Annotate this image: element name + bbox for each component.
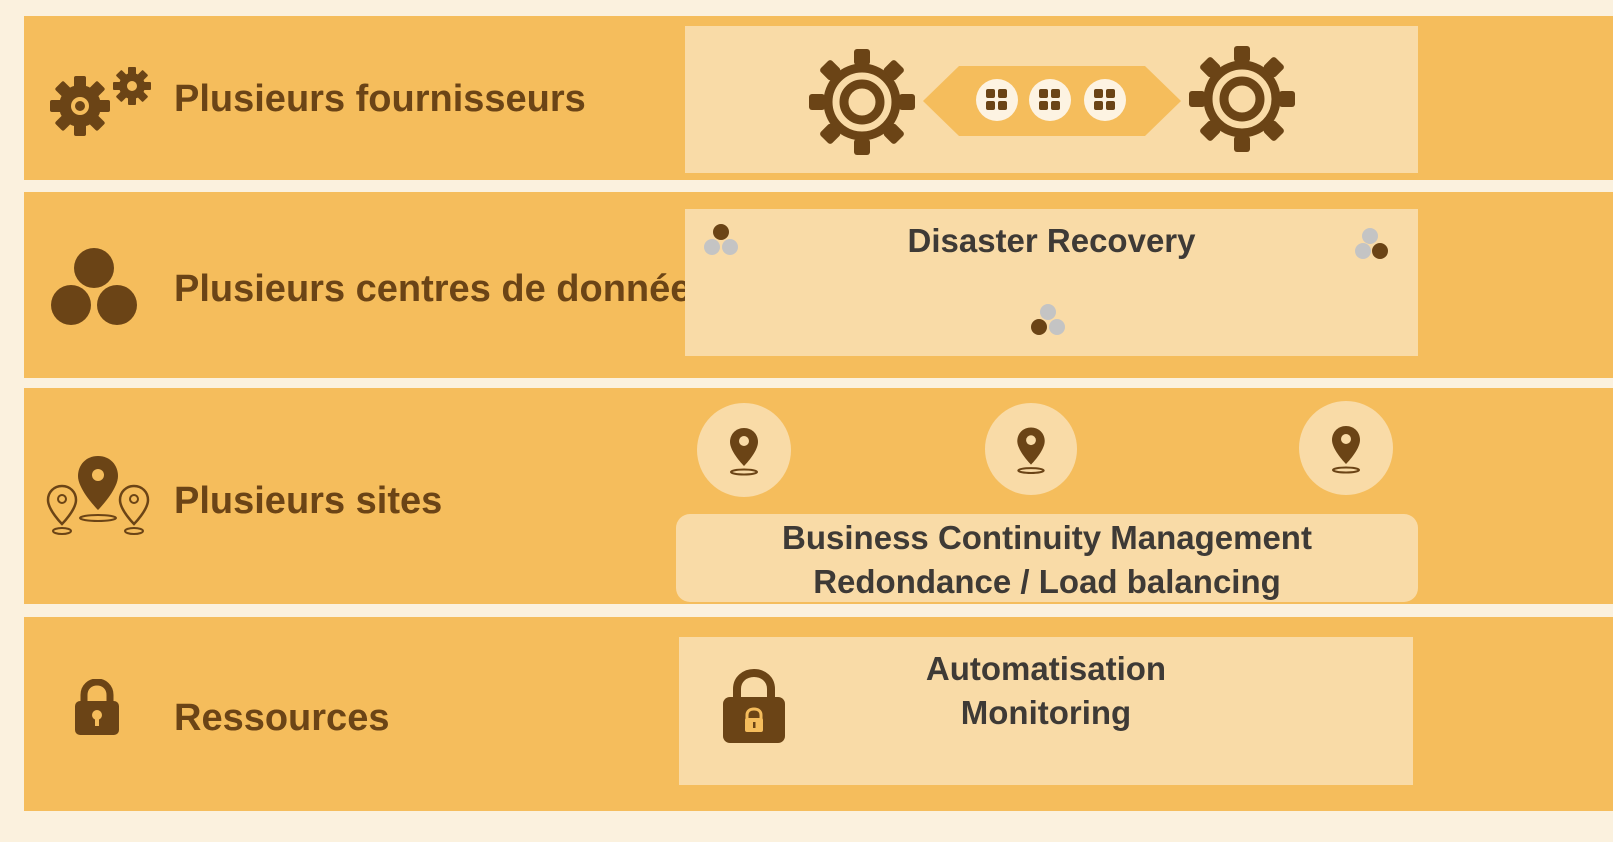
location-pin-icon bbox=[1298, 400, 1394, 496]
location-pins-icon bbox=[44, 452, 152, 540]
location-pin-icon bbox=[696, 402, 792, 498]
provider-panel bbox=[685, 26, 1418, 173]
disaster-recovery-panel: Disaster Recovery bbox=[685, 209, 1418, 356]
row-fournisseurs: Plusieurs fournisseurs bbox=[24, 16, 1613, 180]
panel-title: Disaster Recovery bbox=[907, 222, 1196, 259]
datacenter-cluster-icon bbox=[48, 246, 140, 328]
datacenter-node-icon bbox=[704, 224, 738, 255]
row-label: Plusieurs sites bbox=[174, 480, 443, 522]
panel-line-1: Business Continuity Management bbox=[782, 519, 1312, 556]
business-continuity-panel: Business Continuity Management Redondanc… bbox=[676, 514, 1418, 602]
panel-line-2: Redondance / Load balancing bbox=[813, 563, 1281, 600]
panel-line-1: Automatisation bbox=[925, 650, 1167, 687]
gears-icon bbox=[48, 64, 158, 142]
row-label: Plusieurs centres de données bbox=[174, 268, 713, 310]
datacenter-node-icon bbox=[1031, 304, 1065, 335]
row-sites: Plusieurs sites Business Continuity Mana… bbox=[24, 388, 1613, 604]
panel-line-2: Monitoring bbox=[960, 694, 1132, 731]
row-ressources: Ressources Automatisation Monitoring bbox=[24, 617, 1613, 811]
padlock-icon bbox=[721, 669, 787, 745]
row-label: Ressources bbox=[174, 697, 390, 739]
provider-interconnect-graphic bbox=[809, 46, 1295, 155]
row-label: Plusieurs fournisseurs bbox=[174, 78, 586, 120]
padlock-icon bbox=[72, 679, 122, 737]
location-pin-icon bbox=[984, 402, 1078, 496]
automation-monitoring-panel: Automatisation Monitoring bbox=[679, 637, 1413, 785]
datacenter-node-icon bbox=[1355, 228, 1388, 259]
row-centres-de-donnees: Plusieurs centres de données Disaster Re… bbox=[24, 192, 1613, 378]
